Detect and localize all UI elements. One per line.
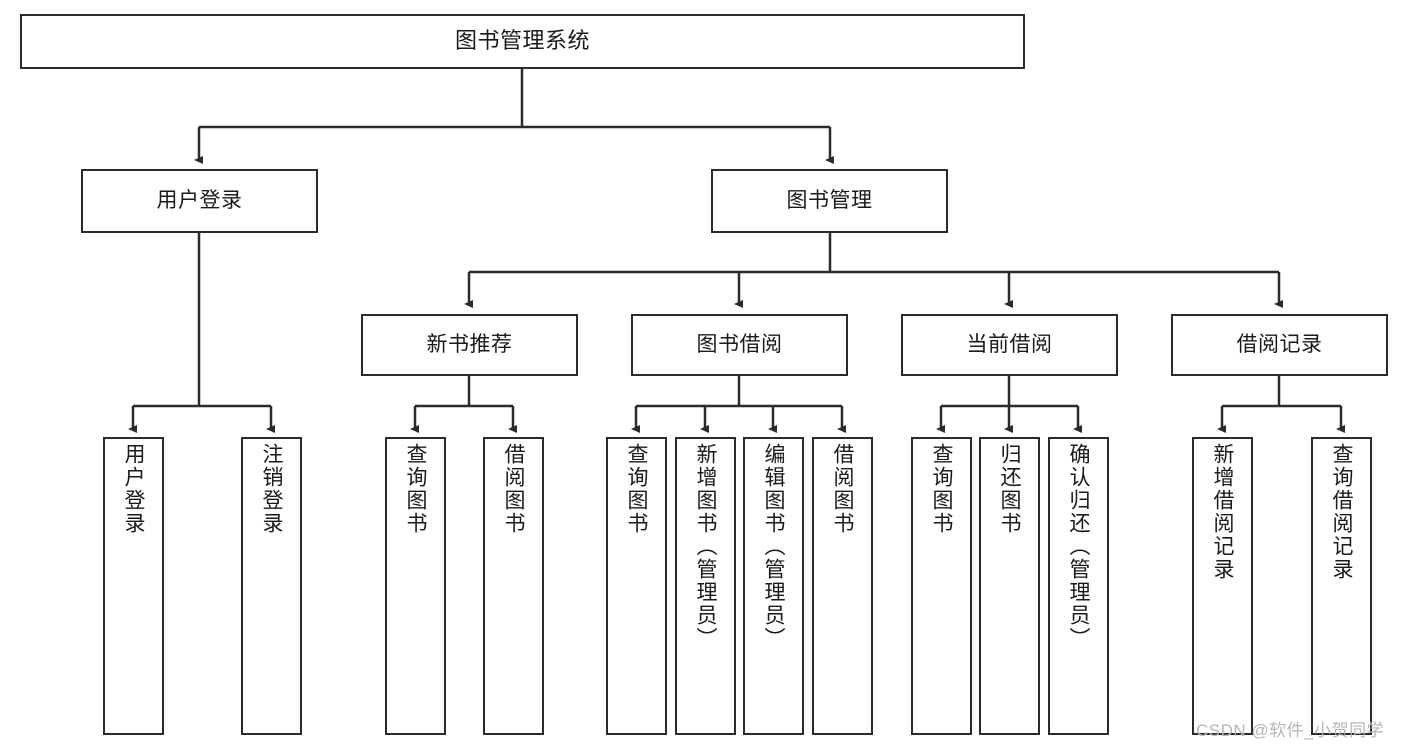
leaf-logout[interactable]: 注销登录 [241,437,302,735]
leaf-confirm-return-admin[interactable]: 确认归还（管理员） [1048,437,1109,735]
leaf-query-books-borrow[interactable]: 查询图书 [606,437,667,735]
node-label: 图书管理 [786,189,873,213]
node-label: 用户登录 [122,443,145,535]
node-book-management[interactable]: 图书管理 [711,169,948,233]
node-borrow-records[interactable]: 借阅记录 [1171,314,1388,376]
node-label: 用户登录 [156,189,243,213]
leaf-return-book[interactable]: 归还图书 [979,437,1040,735]
node-new-book-recommend[interactable]: 新书推荐 [361,314,578,376]
leaf-user-login[interactable]: 用户登录 [103,437,164,735]
node-label: 新书推荐 [426,333,513,357]
node-label: 确认归还（管理员） [1067,443,1090,650]
node-label: 图书借阅 [696,333,783,357]
leaf-borrow-book[interactable]: 借阅图书 [812,437,873,735]
node-label: 图书管理系统 [454,28,590,54]
node-label: 当前借阅 [966,333,1053,357]
node-user-login[interactable]: 用户登录 [81,169,318,233]
node-label: 新增借阅记录 [1211,443,1234,581]
node-label: 查询借阅记录 [1330,443,1353,581]
node-label: 查询图书 [930,443,953,535]
leaf-query-books-current[interactable]: 查询图书 [911,437,972,735]
node-label: 编辑图书（管理员） [762,443,785,650]
node-label: 查询图书 [404,443,427,535]
node-label: 查询图书 [625,443,648,535]
node-label: 注销登录 [260,443,283,535]
node-label: 借阅图书 [831,443,854,535]
node-current-borrow[interactable]: 当前借阅 [901,314,1118,376]
node-book-borrow[interactable]: 图书借阅 [631,314,848,376]
leaf-query-borrow-record[interactable]: 查询借阅记录 [1311,437,1372,735]
node-label: 归还图书 [998,443,1021,535]
leaf-query-books-recommend[interactable]: 查询图书 [385,437,446,735]
node-label: 借阅图书 [502,443,525,535]
leaf-add-book-admin[interactable]: 新增图书（管理员） [675,437,736,735]
leaf-add-borrow-record[interactable]: 新增借阅记录 [1192,437,1253,735]
node-label: 新增图书（管理员） [694,443,717,650]
leaf-borrow-books-recommend[interactable]: 借阅图书 [483,437,544,735]
leaf-edit-book-admin[interactable]: 编辑图书（管理员） [743,437,804,735]
node-label: 借阅记录 [1236,333,1323,357]
node-root-library-system[interactable]: 图书管理系统 [20,14,1025,69]
csdn-watermark: CSDN @软件_小贺同学 [1196,721,1385,740]
